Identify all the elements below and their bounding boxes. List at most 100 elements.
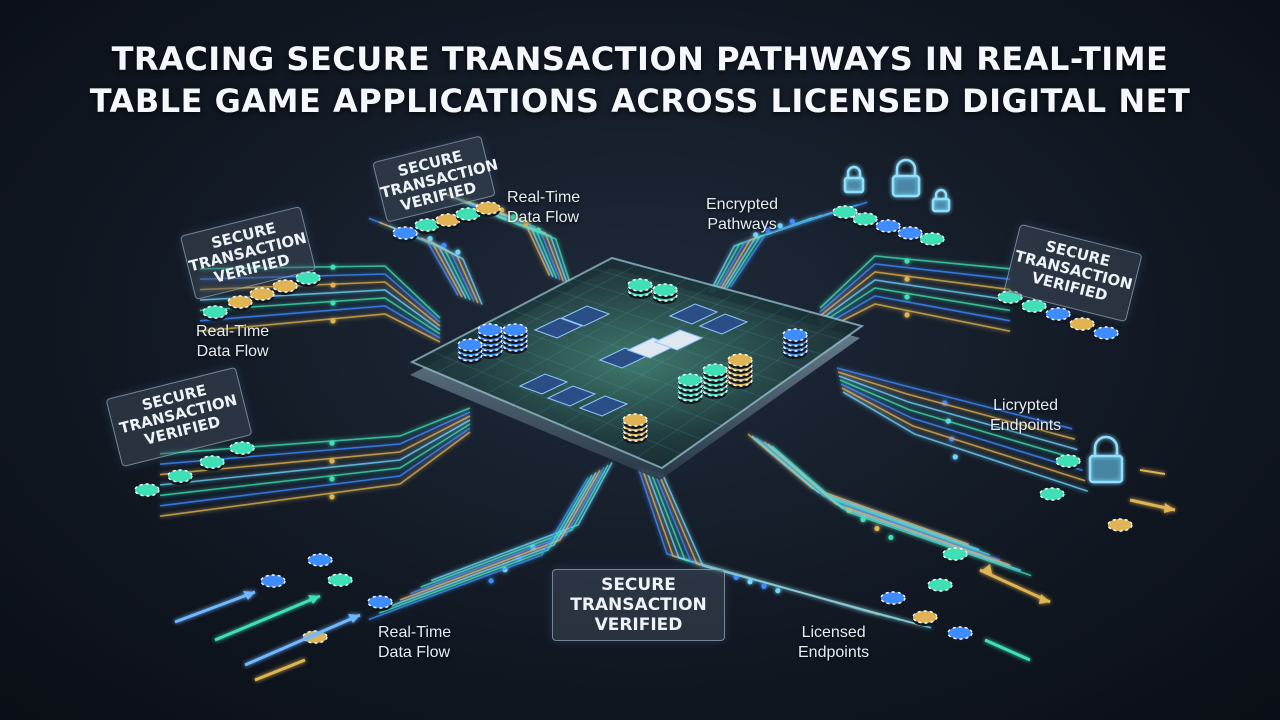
flow-line xyxy=(819,279,1011,321)
lock-icon xyxy=(843,158,1124,484)
flow-line xyxy=(368,477,589,621)
chip-icon xyxy=(295,271,321,287)
flow-node xyxy=(488,578,494,584)
flow-line xyxy=(819,295,1011,329)
flow-line xyxy=(819,287,1011,325)
chip-icon xyxy=(392,226,418,242)
flow-node xyxy=(455,249,461,255)
flow-line xyxy=(159,431,471,517)
chip-icon xyxy=(627,278,653,299)
chip-icon xyxy=(677,373,703,404)
chip-icon xyxy=(875,219,901,235)
chip-icon xyxy=(367,595,393,611)
chip-icon xyxy=(134,483,160,499)
chip-icon xyxy=(897,226,923,242)
chip-icon xyxy=(475,201,501,217)
data-flow-lines xyxy=(159,192,1089,629)
flow-node xyxy=(904,294,910,300)
arrow-icon xyxy=(174,469,1176,682)
chip-icon xyxy=(167,469,193,485)
chip-icon xyxy=(229,441,255,457)
flow-node xyxy=(441,242,447,248)
flow-node xyxy=(874,525,880,532)
flow-line xyxy=(819,263,1011,313)
chip-icon xyxy=(227,295,253,311)
flow-node xyxy=(511,214,517,220)
table-game-board xyxy=(409,256,865,480)
chip-icon xyxy=(622,413,648,444)
title-line-1: TRACING SECURE TRANSACTION PATHWAYS IN R… xyxy=(111,40,1169,78)
flow-line xyxy=(767,443,1022,572)
chip-icon xyxy=(477,323,503,359)
chip-icon xyxy=(414,218,440,234)
flow-line xyxy=(839,379,1081,461)
flow-line xyxy=(497,215,572,285)
page-title: TRACING SECURE TRANSACTION PATHWAYS IN R… xyxy=(0,38,1280,122)
flow-line xyxy=(841,387,1086,482)
flow-node xyxy=(789,218,795,224)
chip-icon xyxy=(272,279,298,295)
flow-line xyxy=(199,305,441,339)
chip-icon xyxy=(249,287,275,303)
flow-node xyxy=(765,227,771,233)
chip-icon xyxy=(199,455,225,471)
chip-icon xyxy=(782,328,808,359)
flow-node xyxy=(775,588,781,594)
flow-line xyxy=(199,313,441,343)
flow-node xyxy=(330,318,336,324)
chip-icon xyxy=(997,290,1023,306)
flow-line xyxy=(837,371,1076,440)
flow-node xyxy=(904,276,910,282)
chip-icon xyxy=(942,547,968,563)
flow-line xyxy=(199,281,441,327)
flow-line xyxy=(661,472,932,629)
flow-line xyxy=(442,192,551,276)
chip-icon xyxy=(880,591,906,607)
chip-icon xyxy=(1045,307,1071,323)
flow-node xyxy=(952,454,958,460)
chip-icon xyxy=(1069,317,1095,333)
chip-icon xyxy=(1021,299,1047,315)
flow-line xyxy=(838,375,1078,451)
chip-icon xyxy=(832,205,858,221)
chip-icon xyxy=(457,338,483,364)
flow-line xyxy=(410,467,605,595)
flow-node xyxy=(523,220,529,226)
flow-line xyxy=(399,469,601,601)
flow-line xyxy=(842,391,1089,492)
chip-icon xyxy=(327,573,353,589)
flow-node xyxy=(427,236,433,242)
flow-node xyxy=(904,312,910,318)
flow-line xyxy=(430,240,483,305)
flow-line xyxy=(159,411,471,465)
flow-line xyxy=(378,474,593,614)
chip-icon xyxy=(1093,326,1119,342)
flow-line xyxy=(771,445,1032,577)
chip-icon xyxy=(947,626,973,642)
flow-node xyxy=(888,534,894,541)
flow-node xyxy=(761,583,767,589)
flow-line xyxy=(389,472,597,608)
flow-line xyxy=(159,419,471,486)
title-line-2: TABLE GAME APPLICATIONS ACROSS LICENSED … xyxy=(89,82,1191,120)
flow-node xyxy=(330,300,336,306)
flow-node xyxy=(329,494,335,500)
chip-icon xyxy=(502,323,528,354)
flow-line xyxy=(199,273,441,323)
chip-icon xyxy=(652,283,678,304)
flow-node xyxy=(329,440,335,446)
flow-node xyxy=(329,458,335,464)
flow-node xyxy=(753,232,759,238)
flow-line xyxy=(747,433,970,546)
flow-line xyxy=(199,265,441,319)
chip-icon xyxy=(912,610,938,626)
chip-icon xyxy=(202,305,228,321)
flow-line xyxy=(199,297,441,335)
flow-line xyxy=(836,367,1073,430)
